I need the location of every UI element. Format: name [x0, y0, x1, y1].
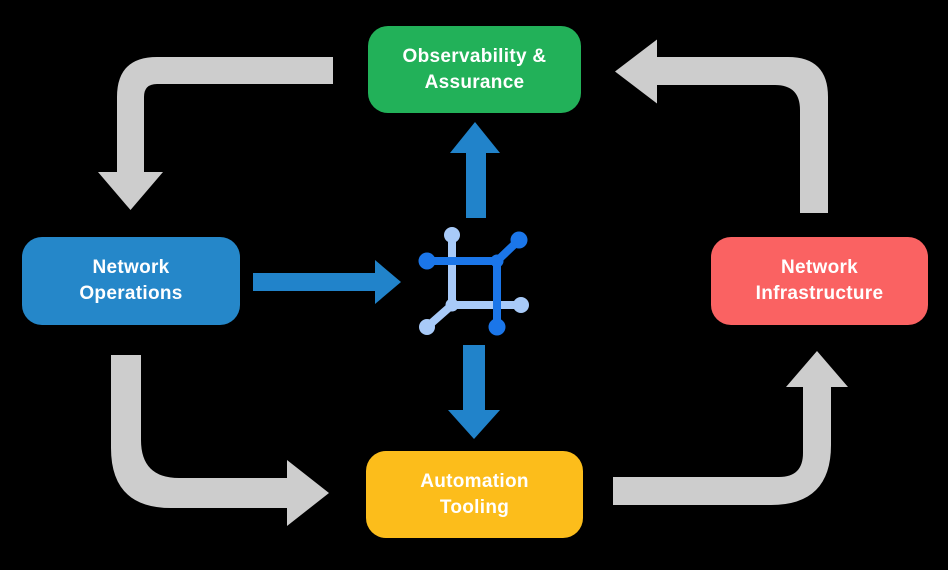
- node-label-line: Automation: [420, 470, 529, 492]
- dark-node: [510, 231, 528, 249]
- dark-node: [418, 252, 436, 270]
- node-network-infrastructure: Network Infrastructure: [711, 237, 928, 325]
- arrow-observability-to-operations: [98, 57, 333, 210]
- arrow-automation-to-infrastructure: [613, 351, 848, 505]
- light-node: [513, 297, 529, 313]
- node-label-line: Network: [780, 257, 859, 278]
- dark-junction: [490, 254, 504, 268]
- arrow-infrastructure-to-observability: [615, 39, 828, 213]
- node-label-line: Operations: [79, 283, 183, 304]
- node-network-operations: Network Operations: [22, 237, 240, 325]
- arrow-hub-to-observability: [450, 122, 500, 218]
- network-hub-icon: [418, 227, 529, 336]
- arrow-operations-to-hub: [253, 260, 401, 304]
- node-label-line: Network: [92, 257, 170, 278]
- arrow-hub-to-automation: [448, 345, 500, 439]
- arrow-operations-to-automation: [111, 355, 329, 526]
- light-node: [419, 319, 435, 335]
- dark-node: [488, 318, 506, 336]
- network-hub-icon-dark-branches: [418, 231, 528, 336]
- node-automation-tooling: Automation Tooling: [366, 451, 583, 538]
- node-label-line: Assurance: [424, 71, 525, 93]
- node-label-line: Observability &: [402, 45, 547, 67]
- node-observability-assurance: Observability & Assurance: [368, 26, 581, 113]
- node-label-line: Infrastructure: [755, 283, 884, 304]
- light-junction: [445, 298, 459, 312]
- node-label-line: Tooling: [439, 496, 510, 518]
- light-node: [444, 227, 460, 243]
